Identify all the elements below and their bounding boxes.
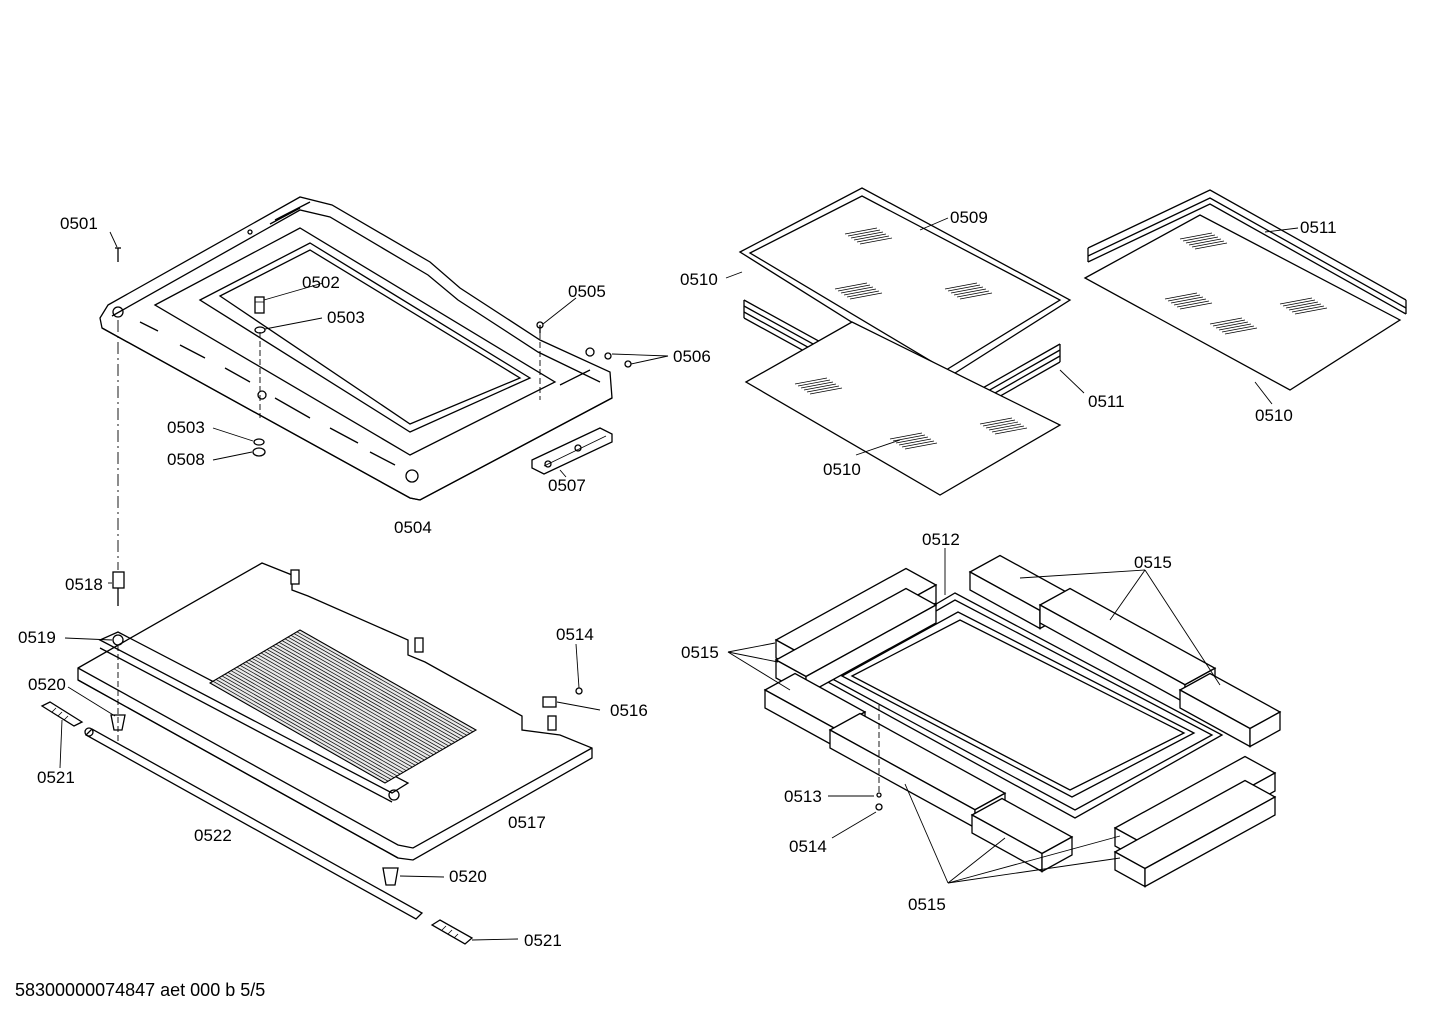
label-0511-a: 0511: [1088, 392, 1125, 411]
label-0509: 0509: [950, 208, 988, 227]
label-0510-c: 0510: [1255, 406, 1293, 425]
nut-0508: [252, 447, 266, 457]
label-0505: 0505: [568, 282, 606, 301]
label-0515-b: 0515: [681, 643, 719, 662]
label-0511-b: 0511: [1300, 218, 1337, 237]
glass-rail-0511-right: [1087, 189, 1407, 315]
label-0514-b: 0514: [789, 837, 827, 856]
screw-0505: [536, 321, 544, 333]
glass-pane-0510-lower: [744, 321, 1062, 496]
insulation-block: [828, 712, 1007, 829]
insulation-block: [970, 797, 1074, 873]
label-0521-a: 0521: [37, 768, 75, 787]
label-0503-bottom: 0503: [167, 418, 205, 437]
screw-0514-left: [575, 687, 583, 695]
stud-0502: [254, 296, 265, 314]
label-0502: 0502: [302, 273, 340, 292]
label-0520-b: 0520: [449, 867, 487, 886]
clip-0516: [542, 696, 557, 708]
screw-0514-right: [875, 803, 883, 811]
hinge-bracket-0507: [531, 427, 613, 475]
rod-0522: [84, 727, 424, 920]
label-0510-b: 0510: [823, 460, 861, 479]
end-cap-0521-left: [40, 701, 84, 727]
label-0515-c: 0515: [908, 895, 946, 914]
washer-0513: [876, 792, 882, 798]
leader-lines: [59, 217, 1299, 941]
end-cap-0521-right: [430, 919, 474, 945]
label-0514-a: 0514: [556, 625, 594, 644]
insulation-blocks-0515: [763, 554, 1282, 888]
label-0512: 0512: [922, 530, 960, 549]
door-inner-panel: [99, 196, 613, 501]
label-0508: 0508: [167, 450, 205, 469]
heat-grille: [208, 629, 478, 784]
label-0521-b: 0521: [524, 931, 562, 950]
drawing-number: 58300000074847 aet 000 b 5/5: [15, 980, 266, 1000]
label-0513: 0513: [784, 787, 822, 806]
insulation-block: [1113, 779, 1277, 888]
washer-0503-bottom: [253, 438, 265, 446]
label-0501: 0501: [60, 214, 98, 233]
label-0517: 0517: [508, 813, 546, 832]
glass-print-marks: [794, 227, 1328, 450]
bushing-0520-bottom: [382, 867, 399, 886]
label-0510-a: 0510: [680, 270, 718, 289]
insulation-block: [1038, 587, 1217, 704]
glass-pane-0510-right: [1083, 214, 1402, 391]
label-0516: 0516: [610, 701, 648, 720]
screws-0506: [604, 352, 632, 368]
label-0522: 0522: [194, 826, 232, 845]
label-0507: 0507: [548, 476, 586, 495]
label-0518: 0518: [65, 575, 103, 594]
label-0503-top: 0503: [327, 308, 365, 327]
bolt-0518: [112, 571, 125, 606]
screw-0501: [115, 247, 121, 262]
label-0519: 0519: [18, 628, 56, 647]
label-0506: 0506: [673, 347, 711, 366]
label-0504: 0504: [394, 518, 432, 537]
label-0520-a: 0520: [28, 675, 66, 694]
label-0515-a: 0515: [1134, 553, 1172, 572]
insulation-block: [1178, 672, 1282, 748]
